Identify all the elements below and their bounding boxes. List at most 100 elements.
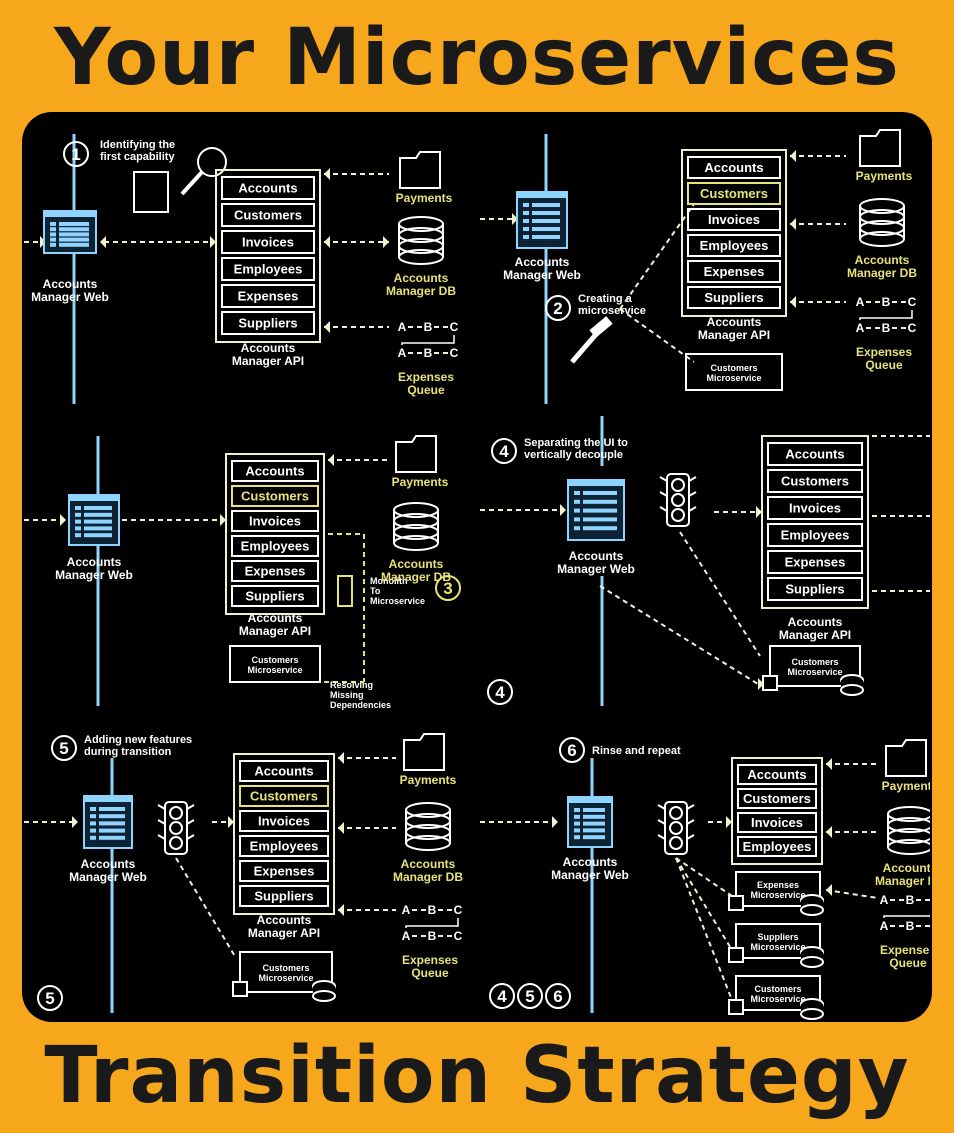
web-app-row-bullet	[574, 828, 580, 833]
expenses-queue-label: Expenses	[880, 943, 930, 957]
web-app-row-bullet	[75, 533, 81, 538]
api-module-label: Employees	[250, 839, 319, 854]
api-module-label: Customers	[743, 791, 811, 806]
accounts-manager-api-label: Accounts	[248, 611, 303, 625]
traffic-light-icon	[664, 801, 688, 855]
web-app-row	[583, 499, 617, 504]
api-module-box	[767, 469, 863, 493]
api-container	[225, 453, 325, 615]
arrow-head	[338, 822, 344, 834]
web-app-row	[583, 508, 617, 513]
accounts-manager-api-label: Manager API	[232, 354, 304, 368]
web-app-row-bullet	[90, 828, 96, 833]
queue-loop	[883, 915, 930, 918]
queue-node-label: A	[398, 346, 407, 360]
dashed-connector	[825, 889, 879, 899]
accounts-manager-web-label: Manager Web	[31, 290, 109, 304]
traffic-light-lamp	[671, 508, 685, 522]
web-app-row	[59, 227, 89, 232]
traffic-light-visor	[657, 804, 666, 810]
microservice-label: Customers	[262, 963, 309, 973]
api-module-label: Accounts	[238, 181, 297, 196]
traffic-light-visor	[688, 506, 697, 512]
api-module-label: Suppliers	[238, 316, 297, 331]
api-module-label: Expenses	[785, 555, 846, 570]
traffic-light-lamp	[169, 836, 183, 850]
web-app-titlebar	[84, 796, 132, 802]
web-app-row	[84, 526, 112, 531]
queue-loop	[859, 310, 913, 320]
queue-node-label: C	[454, 929, 463, 943]
queue-node-label: A	[398, 320, 407, 334]
web-app-titlebar	[69, 495, 119, 501]
web-app-row-bullet	[574, 508, 580, 513]
api-module-label: Invoices	[249, 514, 301, 529]
api-module-label: Invoices	[751, 815, 803, 830]
dependencies-note: Resolving	[330, 680, 373, 690]
api-module-box	[767, 496, 863, 520]
api-module-box	[231, 485, 319, 507]
api-module-label: Accounts	[704, 160, 763, 175]
api-module-box	[737, 812, 817, 833]
dashed-connector	[619, 308, 695, 363]
api-module-label: Invoices	[789, 501, 841, 516]
microservice-db-icon	[800, 956, 824, 968]
api-module-label: Invoices	[242, 235, 294, 250]
traffic-light-visor	[186, 804, 195, 810]
dashed-connector	[675, 857, 733, 951]
microservice-label: Suppliers	[757, 932, 798, 942]
web-app-row-bullet	[90, 835, 96, 840]
web-app-row	[532, 203, 560, 207]
arrow-head	[552, 816, 558, 828]
microservice-label: Microservice	[750, 994, 805, 1004]
folder-icon	[403, 733, 445, 771]
arrow-head	[826, 826, 832, 838]
microservice-box	[685, 353, 783, 391]
step-number: 6	[553, 987, 562, 1006]
web-app-row-bullet	[523, 219, 529, 223]
microservice-label: Microservice	[787, 667, 842, 677]
web-app-row	[583, 526, 617, 531]
traffic-light-visor	[659, 491, 668, 497]
accounts-manager-db-label: Accounts	[394, 271, 449, 285]
web-app-row	[59, 237, 89, 242]
traffic-light-lamp	[671, 478, 685, 492]
web-app-row-bullet	[574, 821, 580, 826]
step-badge	[559, 737, 585, 763]
api-module-label: Accounts	[747, 767, 806, 782]
traffic-light-visor	[157, 804, 166, 810]
web-app-row	[583, 835, 605, 840]
dashed-connector	[175, 857, 237, 959]
step-badge	[545, 295, 571, 321]
accounts-manager-db-label: Accounts	[389, 557, 444, 571]
web-app-row	[59, 222, 89, 226]
payments-label: Payments	[882, 779, 930, 793]
queue-node-label: A	[402, 903, 411, 917]
traffic-light-visor	[659, 506, 668, 512]
folder-icon	[859, 129, 901, 167]
traffic-light-visor	[157, 834, 166, 840]
traffic-light-visor	[659, 476, 668, 482]
step-badge	[487, 679, 513, 705]
traffic-light-lamp	[669, 821, 683, 835]
dashed-connector	[675, 857, 733, 1001]
web-app-row-bullet	[523, 211, 529, 215]
traffic-light-visor	[686, 819, 695, 825]
api-module-box	[231, 510, 319, 532]
clipboard-icon	[133, 171, 169, 213]
hammer-head	[589, 316, 613, 338]
web-app-row-bullet	[75, 519, 81, 524]
web-app-row	[583, 517, 617, 522]
step-number: 2	[553, 299, 562, 318]
web-app-row-bullet	[50, 232, 56, 237]
folder-icon	[399, 151, 441, 189]
web-app-row-bullet	[75, 512, 81, 517]
queue-node-label: A	[856, 295, 865, 309]
microservice-ui-box	[728, 895, 744, 911]
api-module-label: Invoices	[258, 814, 310, 829]
arrow-head	[790, 218, 796, 230]
api-module-label: Customers	[241, 489, 309, 504]
api-container	[681, 149, 787, 317]
